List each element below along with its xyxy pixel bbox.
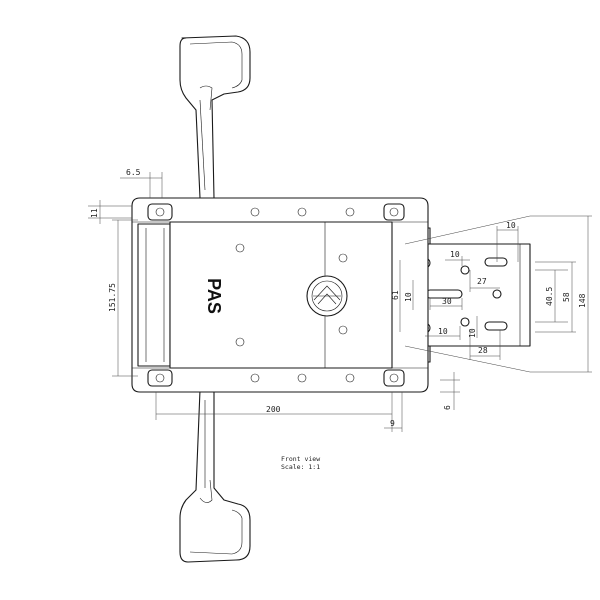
dim-10-d: 10 (438, 327, 448, 336)
dim-11: 11 (90, 208, 99, 218)
dim-27: 27 (477, 277, 487, 286)
note-view: Front view (281, 455, 320, 463)
main-plate (169, 221, 393, 369)
slot-top (484, 257, 508, 267)
dim-40-5: 40.5 (545, 287, 554, 306)
dim-58: 58 (562, 292, 571, 302)
dim-10-a: 10 (450, 250, 460, 259)
slot-bottom (484, 321, 508, 331)
lower-lever-handle (179, 371, 251, 563)
hole-3 (460, 317, 470, 327)
dim-30: 30 (442, 297, 452, 306)
brand-logo: PAS (204, 278, 224, 314)
upper-lever-handle (179, 35, 251, 217)
dim-6: 6 (443, 405, 452, 410)
dim-61: 61 (391, 290, 400, 300)
dim-6-5: 6.5 (126, 168, 141, 177)
note-scale: Scale: 1:1 (281, 463, 320, 471)
dim-200: 200 (266, 405, 281, 414)
dim-10-top: 10 (506, 221, 516, 230)
dim-28: 28 (478, 346, 488, 355)
dimensions: 6.5 11 151.75 200 9 6 10 10 (88, 168, 592, 432)
dim-9: 9 (390, 419, 395, 428)
dim-148: 148 (578, 293, 587, 308)
dim-151-75: 151.75 (108, 283, 117, 312)
dim-10-c: 10 (468, 328, 477, 338)
lock-cylinder (306, 275, 348, 317)
hole-2 (492, 289, 502, 299)
hole-1 (460, 265, 470, 275)
dim-10-b: 10 (404, 292, 413, 302)
left-side-rail (137, 223, 171, 367)
